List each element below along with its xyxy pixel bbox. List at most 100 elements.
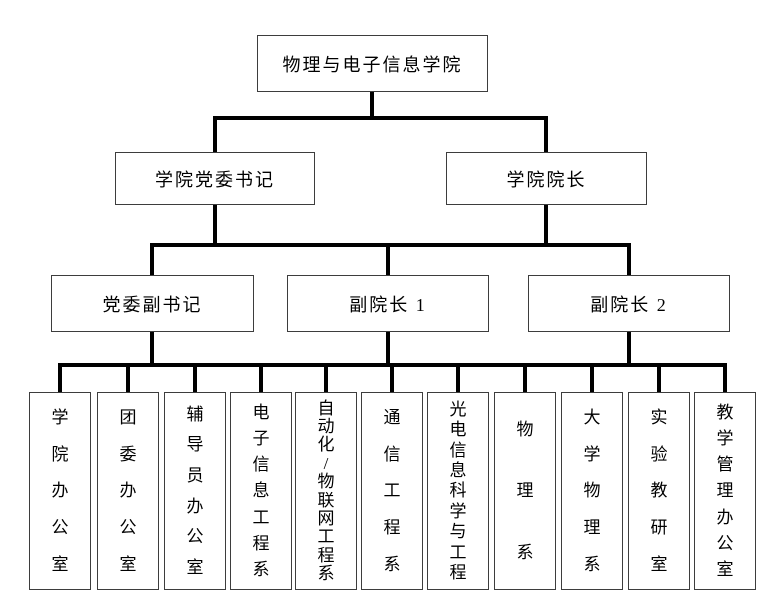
org-node-dept-counselor-office: 辅导员办公室 — [164, 392, 226, 590]
vertical-char: 办 — [51, 481, 69, 501]
vertical-char: 室 — [119, 555, 137, 575]
connector-line — [58, 363, 62, 394]
connector-line — [259, 363, 263, 394]
org-node-dept-communication-eng: 通信工程系 — [361, 392, 423, 590]
connector-line — [544, 203, 548, 247]
vertical-char: 院 — [51, 444, 69, 464]
vertical-char: 工 — [449, 542, 467, 562]
connector-line — [193, 363, 197, 394]
connector-line — [150, 243, 631, 247]
org-node-deputy-party-secretary: 党委副书记 — [51, 275, 254, 332]
connector-line — [627, 330, 631, 367]
org-node-vice-dean-2: 副院长 2 — [528, 275, 730, 332]
vertical-char: 实 — [650, 407, 668, 427]
connector-line — [213, 203, 217, 247]
org-node-vice-dean-1: 副院长 1 — [287, 275, 489, 332]
vertical-char: 员 — [186, 466, 204, 486]
vertical-char: 公 — [186, 527, 204, 547]
org-node-dean: 学院院长 — [446, 152, 647, 205]
org-node-party-secretary: 学院党委书记 — [115, 152, 315, 205]
org-node-dept-youth-league-office: 团委办公室 — [97, 392, 159, 590]
connector-line — [657, 363, 661, 394]
connector-line — [523, 363, 527, 394]
vertical-char: 信 — [252, 455, 270, 475]
vertical-char: 公 — [51, 518, 69, 538]
vertical-char: 与 — [449, 522, 467, 542]
connector-line — [150, 243, 154, 277]
vertical-char: 理 — [516, 481, 534, 501]
vertical-char: 通 — [383, 407, 401, 427]
vertical-char: 物 — [317, 472, 335, 492]
org-node-dept-physics: 物理系 — [494, 392, 556, 590]
connector-line — [386, 330, 390, 367]
org-node-dept-electronic-info-eng: 电子信息工程系 — [230, 392, 292, 590]
vertical-char: 委 — [119, 444, 137, 464]
vertical-char: 管 — [716, 455, 734, 475]
vertical-char: 验 — [650, 444, 668, 464]
org-node-college: 物理与电子信息学院 — [257, 35, 488, 92]
connector-line — [627, 243, 631, 277]
connector-line — [324, 363, 328, 394]
vertical-char: 理 — [583, 518, 601, 538]
connector-line — [544, 116, 548, 154]
vertical-char: 动 — [317, 417, 335, 437]
vertical-char: 科 — [449, 481, 467, 501]
vertical-char: 系 — [516, 542, 534, 562]
vertical-char: 团 — [119, 407, 137, 427]
connector-line — [723, 363, 727, 394]
connector-line — [590, 363, 594, 394]
vertical-char: 网 — [317, 509, 335, 529]
vertical-char: 电 — [252, 402, 270, 422]
org-node-dept-experiment-teaching: 实验教研室 — [628, 392, 690, 590]
connector-line — [126, 363, 130, 394]
vertical-char: 化 — [317, 435, 335, 455]
vertical-char: 办 — [186, 496, 204, 516]
vertical-char: / — [323, 453, 329, 473]
connector-line — [386, 243, 390, 277]
vertical-char: 程 — [449, 563, 467, 583]
vertical-char: 室 — [716, 560, 734, 580]
vertical-char: 息 — [449, 461, 467, 481]
vertical-char: 程 — [383, 518, 401, 538]
connector-line — [370, 90, 374, 118]
org-node-dept-teaching-mgmt-office: 教学管理办公室 — [694, 392, 756, 590]
vertical-char: 导 — [186, 435, 204, 455]
vertical-char: 自 — [317, 398, 335, 418]
vertical-char: 子 — [252, 428, 270, 448]
vertical-char: 系 — [252, 560, 270, 580]
vertical-char: 电 — [449, 420, 467, 440]
vertical-char: 工 — [317, 527, 335, 547]
vertical-char: 信 — [383, 444, 401, 464]
connector-line — [150, 330, 154, 367]
vertical-char: 公 — [716, 534, 734, 554]
org-node-dept-automation-iot-eng: 自动化/物联网工程系 — [295, 392, 357, 590]
vertical-char: 程 — [252, 534, 270, 554]
vertical-char: 教 — [650, 481, 668, 501]
vertical-char: 室 — [186, 558, 204, 578]
vertical-char: 工 — [252, 507, 270, 527]
org-node-dept-college-office: 学院办公室 — [29, 392, 91, 590]
vertical-char: 学 — [716, 428, 734, 448]
vertical-char: 大 — [583, 407, 601, 427]
vertical-char: 辅 — [186, 404, 204, 424]
vertical-char: 系 — [383, 555, 401, 575]
vertical-char: 光 — [449, 399, 467, 419]
connector-line — [390, 363, 394, 394]
org-node-dept-optoelectronic-sci: 光电信息科学与工程 — [427, 392, 489, 590]
vertical-char: 物 — [516, 420, 534, 440]
vertical-char: 息 — [252, 481, 270, 501]
vertical-char: 系 — [583, 555, 601, 575]
vertical-char: 室 — [650, 555, 668, 575]
connector-line — [456, 363, 460, 394]
vertical-char: 工 — [383, 481, 401, 501]
vertical-char: 研 — [650, 518, 668, 538]
org-node-dept-university-physics: 大学物理系 — [561, 392, 623, 590]
vertical-char: 学 — [51, 407, 69, 427]
vertical-char: 理 — [716, 481, 734, 501]
vertical-char: 程 — [317, 545, 335, 565]
vertical-char: 学 — [583, 444, 601, 464]
vertical-char: 信 — [449, 440, 467, 460]
vertical-char: 公 — [119, 518, 137, 538]
connector-line — [213, 116, 548, 120]
